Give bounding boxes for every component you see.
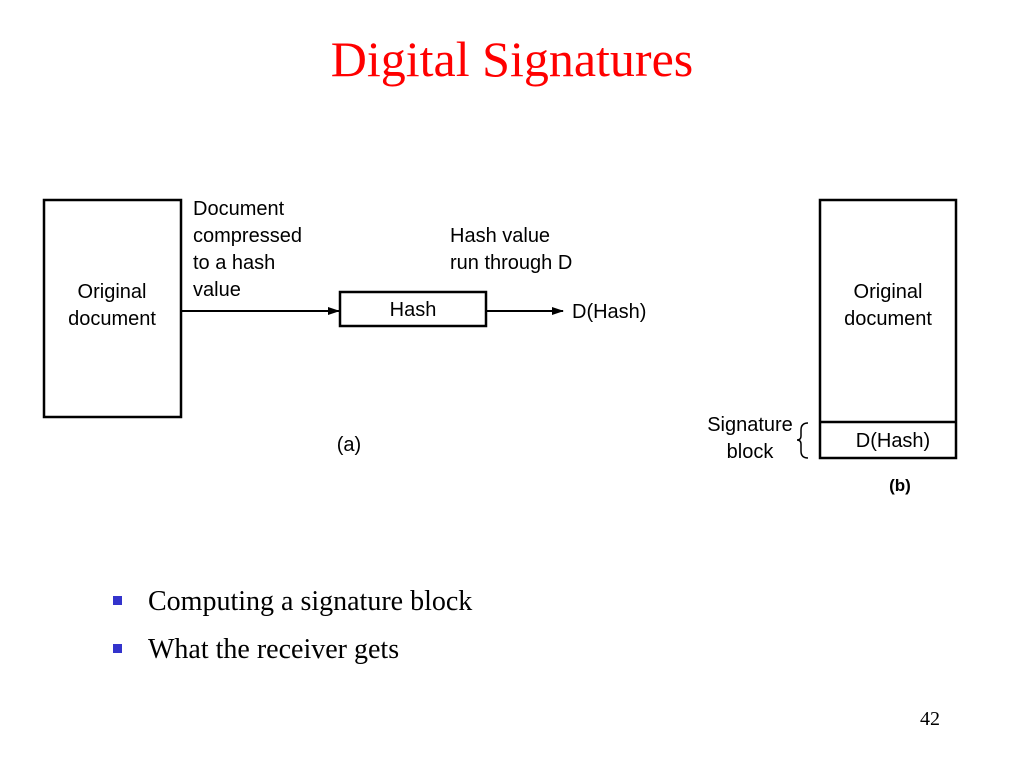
slide-title: Digital Signatures [330, 31, 694, 87]
square-bullet-icon [113, 596, 122, 605]
hash-run-note-line2: run through D [450, 252, 572, 274]
compress-note-line4: value [193, 279, 241, 301]
original-document-label-a-line1: Original [78, 281, 147, 303]
signature-brace [796, 422, 809, 459]
bullet-text-1: Computing a signature block [148, 586, 473, 617]
hash-box-label: Hash [390, 299, 437, 321]
signature-block-content: D(Hash) [856, 430, 930, 452]
original-document-label-a-line2: document [68, 308, 156, 330]
compress-note-line2: compressed [193, 225, 302, 247]
bullet-item-2: What the receiver gets [110, 630, 472, 678]
page-number: 42 [920, 708, 940, 730]
square-bullet-icon [113, 644, 122, 653]
original-document-box-a [42, 198, 183, 419]
compress-note-line1: Document [193, 198, 285, 220]
signature-block-label-line1: Signature [707, 414, 793, 436]
dhash-result: D(Hash) [572, 301, 646, 323]
received-document-box [818, 198, 958, 460]
hash-run-note-line1: Hash value [450, 225, 550, 247]
bullet-text-2: What the receiver gets [148, 634, 400, 665]
hash-box [338, 290, 488, 328]
signature-block-label-line2: block [727, 441, 775, 463]
bullet-list: Computing a signature block What the rec… [110, 582, 472, 678]
compress-note-line3: to a hash [193, 252, 275, 274]
caption-b: (b) [889, 476, 911, 495]
bullet-item-1: Computing a signature block [110, 582, 472, 630]
original-document-label-b-line1: Original [854, 281, 923, 303]
original-document-label-b-line2: document [844, 308, 932, 330]
diagram-a: Original document Document compressed to… [42, 198, 646, 456]
diagram-b: Original document D(Hash) Signature bloc… [707, 198, 958, 495]
caption-a: (a) [337, 434, 361, 456]
